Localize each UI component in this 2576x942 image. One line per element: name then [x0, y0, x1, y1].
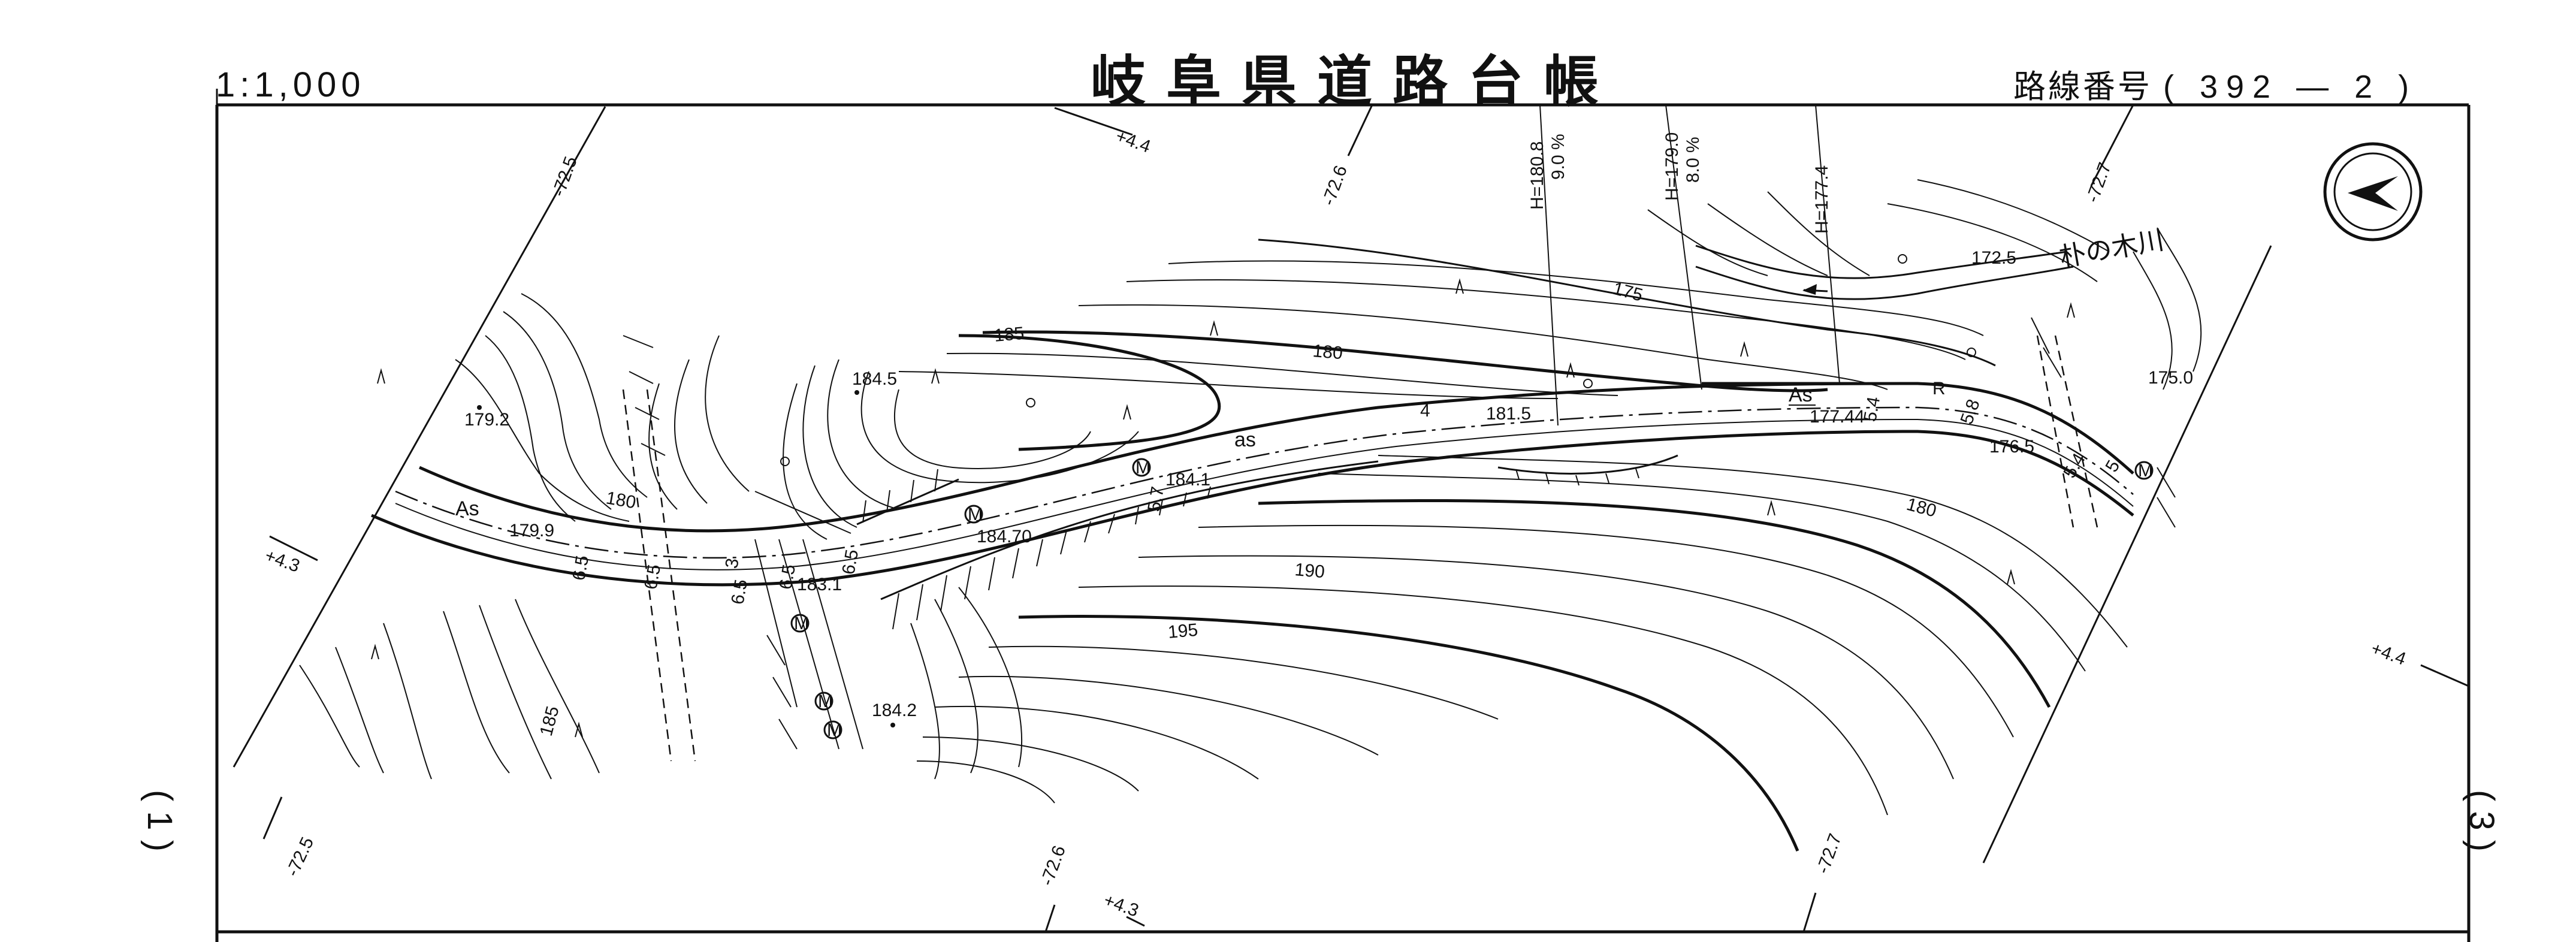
surface-label: as: [1234, 428, 1256, 451]
chainage-label: -72.5: [549, 154, 581, 200]
svg-text:M: M: [818, 692, 833, 711]
sheet-boundaries: [232, 104, 2469, 932]
surface-label: As: [455, 497, 479, 520]
width-label: 6.5: [641, 563, 665, 591]
spot-height: 177.44: [1810, 407, 1865, 427]
spot-height: 179.2: [464, 410, 509, 430]
height-marker-grade: 9.0 %: [1548, 134, 1568, 180]
width-label: 3: [721, 557, 742, 570]
width-label: 5.7: [1144, 485, 1168, 513]
height-marker-label: H=180.8: [1527, 141, 1547, 210]
contour-labels: 175 180 185 180 180 185 190 195 180: [536, 279, 1938, 738]
svg-text:M: M: [968, 505, 983, 524]
page-title: 岐阜県道路台帳: [1091, 50, 1620, 114]
svg-text:M: M: [2138, 461, 2153, 481]
width-label: 6.5: [775, 563, 799, 591]
width-label: 6.5: [838, 548, 862, 576]
width-label: 6.5: [569, 554, 593, 582]
north-arrow-icon: [2323, 142, 2423, 241]
contour-label: 195: [1167, 620, 1199, 642]
manhole-icon: M: [1132, 458, 1151, 478]
height-marker-label: H=177.4: [1812, 165, 1832, 234]
spot-heights: 184.5 179.2 179.9 184.1 184.70 183.1 184…: [464, 248, 2193, 727]
spot-height: 183.1: [797, 575, 842, 594]
width-label: 5: [2101, 457, 2124, 476]
river: 朴の木川: [1695, 225, 2166, 300]
manhole-icon: M: [814, 692, 833, 711]
svg-text:M: M: [827, 720, 842, 740]
surface-label: As: [1789, 384, 1813, 406]
spot-height: 184.70: [977, 527, 1032, 547]
height-markers: H=180.8 9.0 % H=179.0 8.0 % H=177.4: [1527, 104, 1840, 426]
road: [371, 335, 2134, 762]
height-marker-grade: 8.0 %: [1683, 137, 1703, 183]
svg-text:M: M: [794, 614, 809, 633]
spot-height: 175.0: [2148, 368, 2193, 388]
contour-lines: [299, 179, 2202, 852]
manhole-symbols: M M M M M M: [790, 458, 2154, 740]
spot-height: 181.5: [1486, 404, 1531, 424]
chainage-label: +4.3: [1101, 890, 1141, 921]
contour-label: 185: [536, 704, 563, 738]
manhole-icon: M: [2134, 461, 2154, 481]
chainage-label: +4.4: [1113, 126, 1153, 157]
chainage-label: -72.6: [1037, 843, 1070, 889]
width-label: 6.5: [727, 578, 751, 606]
route-number-label: 路線番号: [2013, 69, 2152, 105]
route-number-value: ( 392 — 2 ): [2163, 69, 2418, 105]
map-frame: [215, 89, 2471, 942]
manhole-icon: M: [790, 614, 810, 633]
width-label: 5.8: [1957, 397, 1984, 427]
height-marker-label: H=179.0: [1662, 132, 1682, 201]
chainage-label: +4.4: [2369, 639, 2409, 669]
spot-height: 176.5: [1989, 437, 2034, 457]
chainage-label: -72.7: [1813, 831, 1846, 877]
route-number: 路線番号 ( 392 — 2 ): [2013, 60, 2417, 107]
width-label: 4: [1420, 401, 1430, 421]
spot-height: 184.5: [852, 369, 897, 389]
manhole-icon: M: [964, 505, 983, 524]
chainage-label: -72.7: [2083, 160, 2115, 206]
contour-label: 180: [1904, 494, 1938, 521]
map-scale: 1:1,000: [216, 65, 366, 104]
surface-label: R: [1932, 379, 1946, 398]
contour-label: 185: [993, 324, 1025, 346]
contour-label: 180: [605, 488, 638, 512]
spot-height: 172.5: [1971, 248, 2016, 268]
spot-height: 184.2: [872, 701, 917, 720]
spot-height: 179.9: [509, 521, 554, 541]
chainage-label: -72.5: [282, 834, 318, 880]
contour-label: 190: [1294, 560, 1325, 582]
width-label: 5.4: [1860, 395, 1884, 423]
svg-text:M: M: [1136, 458, 1150, 478]
manhole-icon: M: [823, 720, 842, 740]
slope-hatching: [623, 317, 2176, 750]
surface-labels: As as As R: [455, 379, 1946, 520]
spot-height: 184.1: [1165, 470, 1210, 490]
chainage-label: -72.6: [1319, 163, 1351, 209]
contour-label: 175: [1611, 279, 1645, 306]
contour-label: 180: [1312, 341, 1343, 363]
land-use-symbols: [371, 254, 2075, 738]
